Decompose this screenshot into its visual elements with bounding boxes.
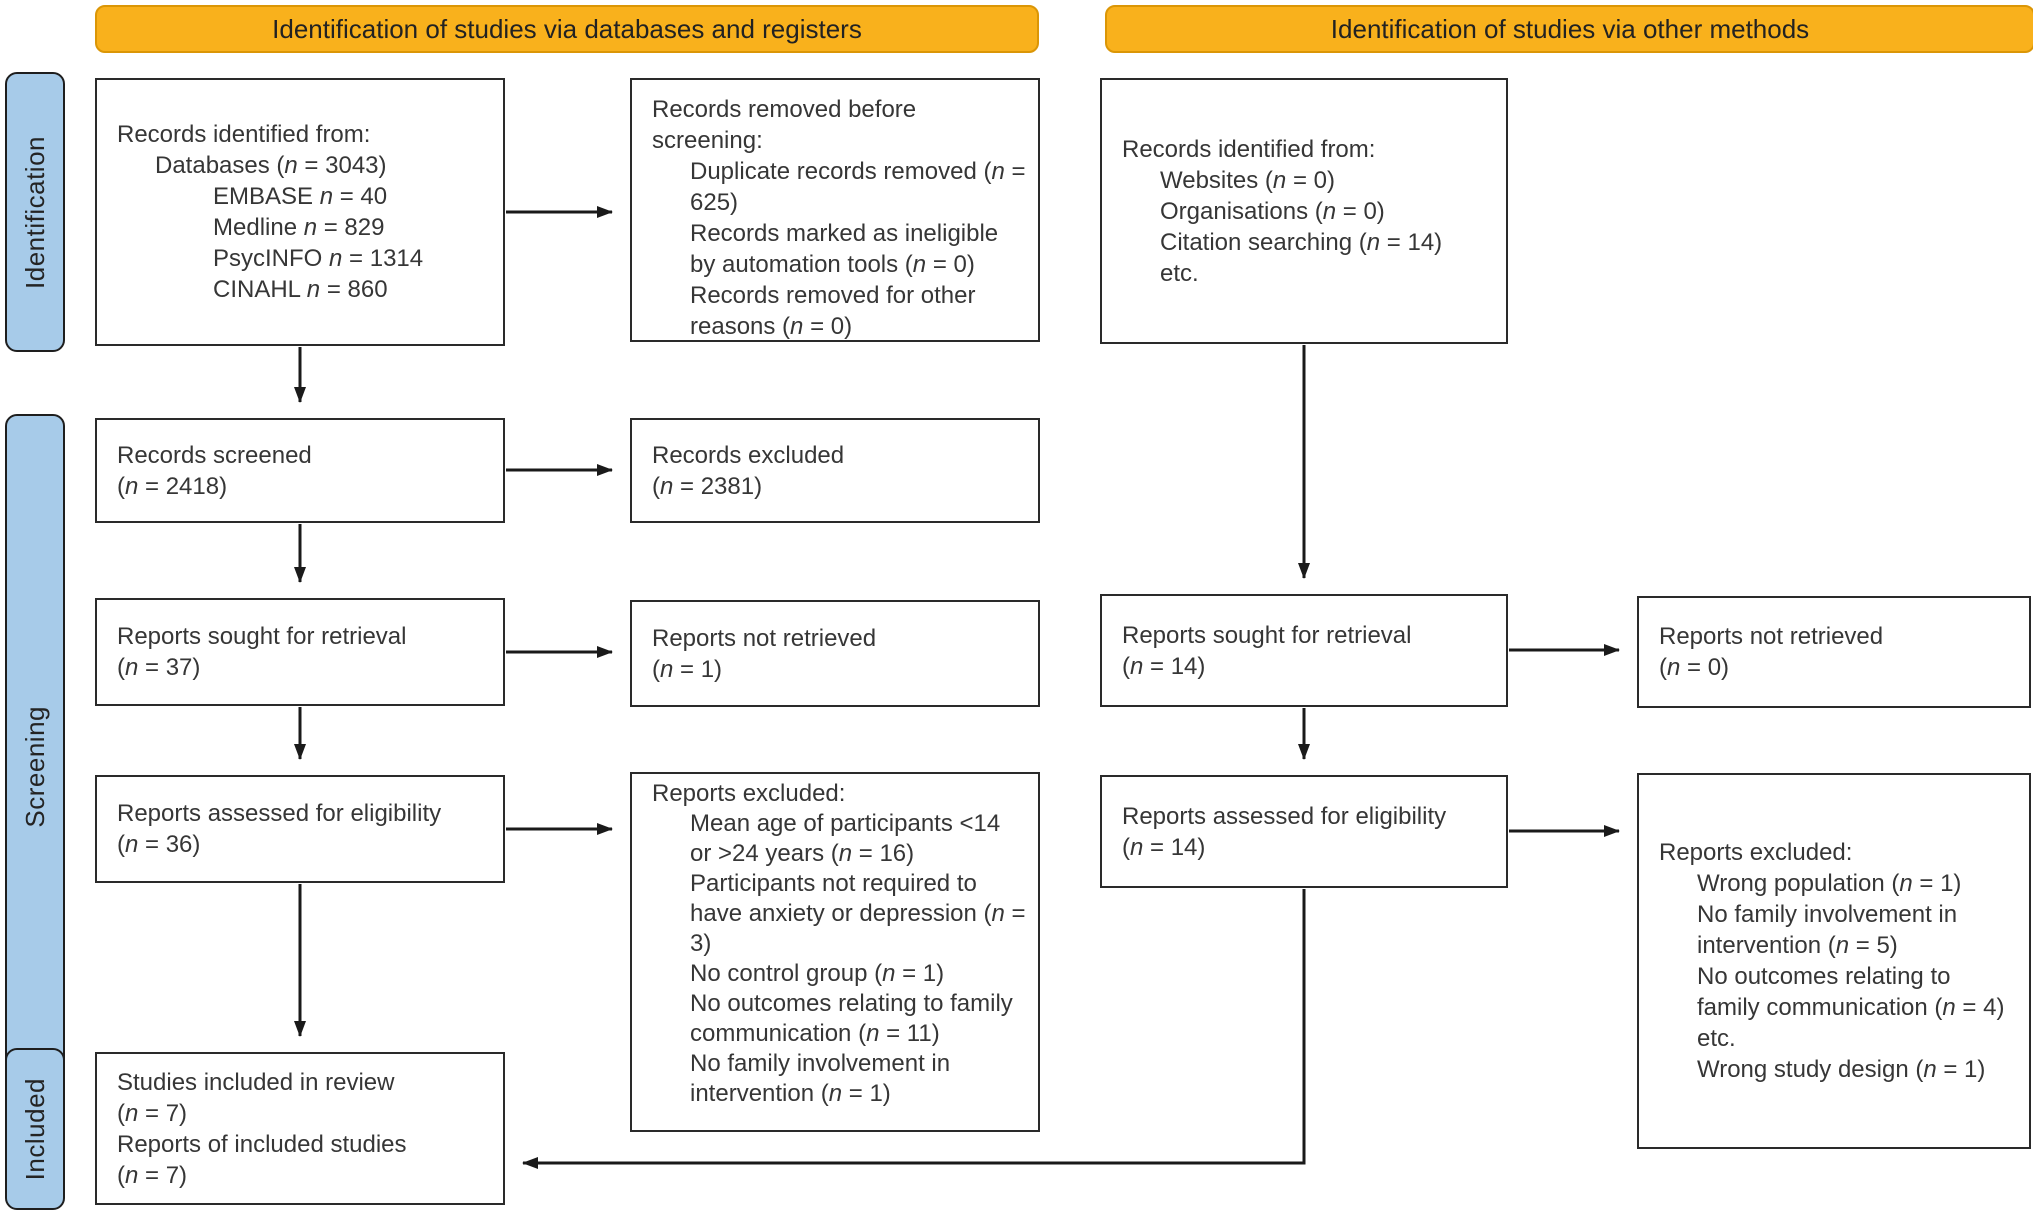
box-reports-not-retrieved-databases: Reports not retrieved (n = 1) [630, 600, 1040, 707]
text-line: Records removed for other reasons (n = 0… [690, 282, 976, 340]
box-reports-assessed-other: Reports assessed for eligibility (n = 14… [1100, 775, 1508, 888]
header-label: Identification of studies via databases … [272, 13, 862, 44]
text-line: No control group (n = 1) [690, 960, 945, 987]
text-line: Reports of included studies [117, 1130, 407, 1158]
box-studies-included: Studies included in review (n = 7) Repor… [95, 1052, 505, 1205]
box-reports-assessed-databases: Reports assessed for eligibility (n = 36… [95, 775, 505, 883]
text-line: (n = 37) [117, 654, 201, 681]
text-line: Reports not retrieved [652, 624, 877, 652]
text-line: PsycINFO n = 1314 [213, 245, 424, 272]
text-line: CINAHL n = 860 [213, 276, 388, 303]
box-reports-excluded-databases: Reports excluded: Mean age of participan… [630, 772, 1040, 1132]
text-line: No family involvement in intervention (n… [690, 1050, 951, 1107]
text-line: Records identified from: [1122, 135, 1376, 163]
text-line: Reports assessed for eligibility [117, 800, 442, 827]
text-line: Reports not retrieved [1659, 623, 1884, 650]
header-label: Identification of studies via other meth… [1330, 13, 1810, 44]
text-line: etc. [1697, 1025, 1736, 1052]
text-line: (n = 0) [1659, 654, 1730, 681]
stage-label: Screening [19, 706, 50, 828]
text-line: (n = 7) [117, 1099, 188, 1127]
box-reports-excluded-other: Reports excluded: Wrong population (n = … [1637, 773, 2031, 1149]
text-line: Wrong population (n = 1) [1697, 870, 1962, 897]
box-records-screened: Records screened (n = 2418) [95, 418, 505, 523]
text-line: Records excluded [652, 441, 845, 469]
text-line: Reports excluded: [652, 780, 846, 807]
text-line: Records identified from: [117, 121, 371, 148]
text-line: (n = 7) [117, 1161, 188, 1189]
stage-included: Included [5, 1048, 65, 1210]
text-line: Citation searching (n = 14) [1160, 228, 1443, 256]
box-reports-sought-databases: Reports sought for retrieval (n = 37) [95, 598, 505, 706]
text-line: etc. [1160, 259, 1199, 287]
box-reports-not-retrieved-other: Reports not retrieved (n = 0) [1637, 596, 2031, 708]
text-line: No family involvement in intervention (n… [1697, 901, 1958, 959]
stage-identification: Identification [5, 72, 65, 352]
text-line: Studies included in review [117, 1068, 395, 1096]
text-line: Reports assessed for eligibility [1122, 802, 1447, 830]
text-line: Wrong study design (n = 1) [1697, 1056, 1986, 1083]
text-line: (n = 14) [1122, 652, 1206, 680]
text-line: (n = 14) [1122, 833, 1206, 861]
stage-label: Included [19, 1077, 50, 1181]
box-reports-sought-other: Reports sought for retrieval (n = 14) [1100, 594, 1508, 707]
text-line: No outcomes relating to family communica… [690, 990, 1013, 1047]
text-line: EMBASE n = 40 [213, 183, 388, 210]
header-databases-registers: Identification of studies via databases … [95, 5, 1039, 53]
text-line: Duplicate records removed (n = 625) [690, 158, 1026, 216]
text-line: Websites (n = 0) [1160, 166, 1335, 194]
header-other-methods: Identification of studies via other meth… [1105, 5, 2033, 53]
text-line: Medline n = 829 [213, 214, 385, 241]
box-records-identified-other: Records identified from: Websites (n = 0… [1100, 78, 1508, 344]
text-line: (n = 2381) [652, 472, 763, 500]
text-line: (n = 36) [117, 831, 201, 858]
text-line: No outcomes relating to family communica… [1697, 963, 2005, 1021]
text-line: Mean age of participants <14 or >24 year… [690, 810, 1001, 867]
text-line: Reports excluded: [1659, 839, 1853, 866]
text-line: Reports sought for retrieval [117, 623, 407, 650]
text-line: Records screened [117, 441, 312, 469]
box-records-excluded: Records excluded (n = 2381) [630, 418, 1040, 523]
text-line: (n = 1) [652, 655, 723, 683]
text-line: (n = 2418) [117, 472, 228, 500]
box-records-removed-before-screening: Records removed before screening: Duplic… [630, 78, 1040, 342]
text-line: Participants not required to have anxiet… [690, 870, 1026, 957]
text-line: Reports sought for retrieval [1122, 621, 1412, 649]
text-line: Organisations (n = 0) [1160, 197, 1385, 225]
stage-screening: Screening [5, 414, 65, 1120]
box-records-identified-databases: Records identified from: Databases (n = … [95, 78, 505, 346]
text-line: Databases (n = 3043) [155, 152, 387, 179]
stage-label: Identification [19, 135, 50, 289]
text-line: Records marked as ineligible by automati… [690, 220, 999, 278]
text-line: Records removed before screening: [652, 96, 917, 154]
